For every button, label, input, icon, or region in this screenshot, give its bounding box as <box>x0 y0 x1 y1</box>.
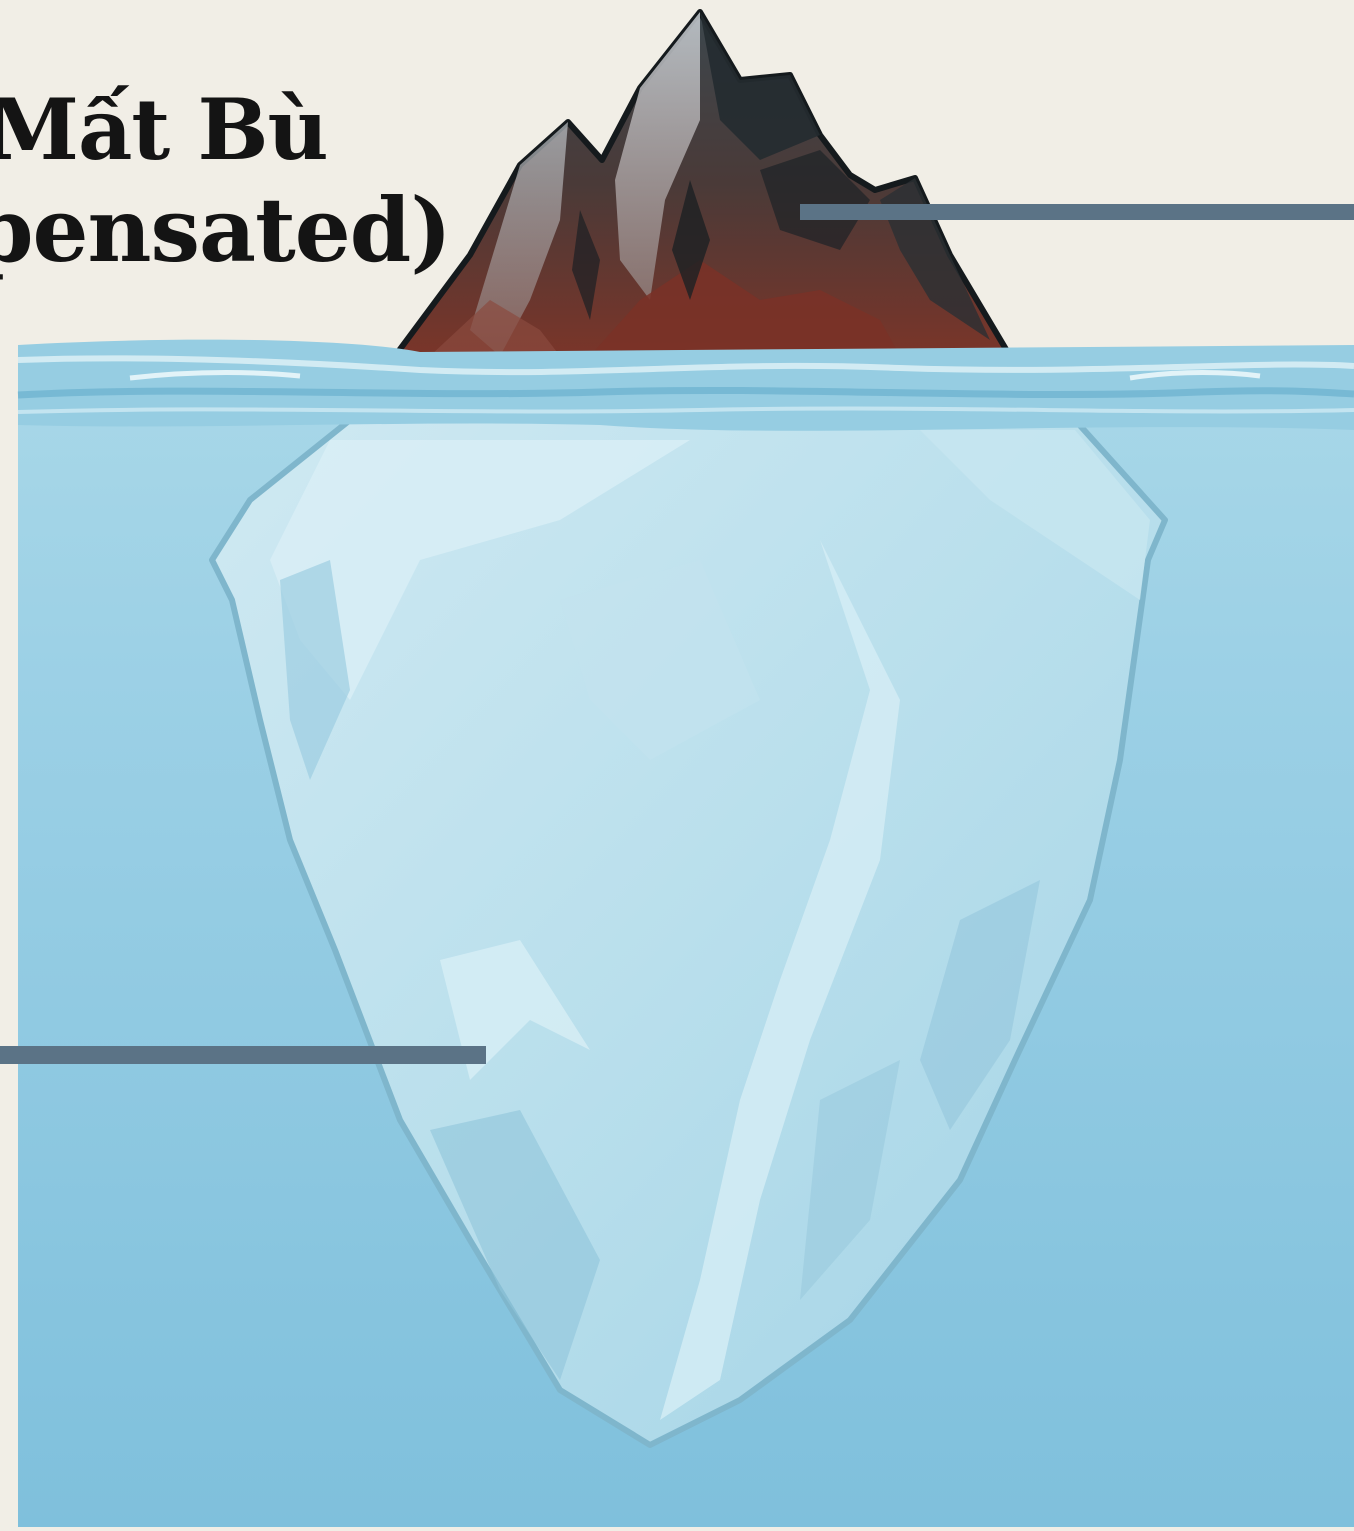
iceberg-tip <box>395 12 1010 356</box>
submerged-leader-line <box>0 1046 486 1064</box>
water-surface <box>18 340 1354 431</box>
title-line-1: Mất Bù <box>0 88 328 172</box>
tip-leader-line <box>800 204 1354 220</box>
title-line-2: pensated) <box>0 186 451 274</box>
